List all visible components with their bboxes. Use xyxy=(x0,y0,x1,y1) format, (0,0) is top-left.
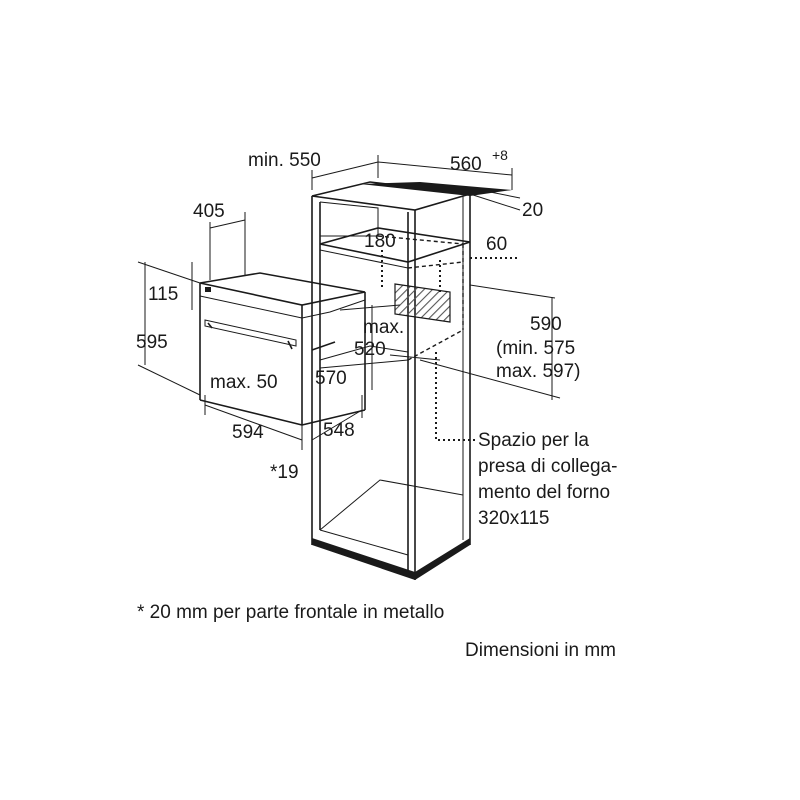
dim-line-max-50 xyxy=(311,341,336,351)
dim-label-180: 180 xyxy=(364,231,396,252)
dim-label-60: 60 xyxy=(486,234,507,255)
dim-label-min-575: (min. 575 xyxy=(496,338,575,359)
control-knob-icon xyxy=(205,287,211,292)
units-note: Dimensioni in mm xyxy=(465,640,616,661)
dim-label-max-520-a: max. xyxy=(363,317,404,338)
socket-note-line-3: mento del forno xyxy=(478,482,610,503)
dim-line-20 xyxy=(469,193,521,211)
hidden-line-top xyxy=(377,235,464,245)
dim-label-594: 594 xyxy=(232,422,264,443)
dim-label-max-597: max. 597) xyxy=(496,361,580,382)
control-panel-line xyxy=(199,295,303,319)
dim-label-19: *19 xyxy=(270,462,299,483)
dim-label-590: 590 xyxy=(530,314,562,335)
oven xyxy=(199,272,366,426)
dim-line-594 xyxy=(204,404,303,441)
socket-note-leader xyxy=(435,352,475,441)
dim-label-min-550: min. 550 xyxy=(248,150,321,171)
cabinet-top-edge xyxy=(360,182,512,196)
niche-floor xyxy=(319,345,409,361)
dim-label-max-520-b: 520 xyxy=(354,339,386,360)
oven-side-top-line xyxy=(301,299,366,319)
handle-bracket-right xyxy=(287,340,293,350)
shelf-edge xyxy=(319,249,409,269)
handle-bracket-left xyxy=(207,322,213,329)
dim-label-570: 570 xyxy=(315,368,347,389)
dim-line-560 xyxy=(377,161,513,176)
niche-floor-edge xyxy=(319,359,409,369)
cabinet-floor-front xyxy=(319,529,409,556)
dim-label-548: 548 xyxy=(323,420,355,441)
oven-front-bottom xyxy=(199,399,303,426)
plinth xyxy=(312,538,470,580)
dim-label-405: 405 xyxy=(193,201,225,222)
dim-line-548 xyxy=(311,409,363,441)
dim-line-405 xyxy=(209,219,246,229)
socket-area xyxy=(394,283,451,323)
socket-note-line-1: Spazio per la xyxy=(478,430,589,451)
oven-top xyxy=(199,272,366,306)
dim-label-560-tolerance: +8 xyxy=(492,147,508,163)
oven-handle xyxy=(204,319,297,347)
dim-label-max-50: max. 50 xyxy=(210,372,278,393)
dim-label-595: 595 xyxy=(136,332,168,353)
socket-note-line-2: presa di collega- xyxy=(478,456,617,477)
dim-label-115: 115 xyxy=(148,284,178,305)
dim-label-20: 20 xyxy=(522,200,543,221)
hidden-line-shelf xyxy=(407,261,464,269)
dimension-lines xyxy=(137,155,561,460)
shelf xyxy=(319,227,471,263)
socket-note-line-4: 320x115 xyxy=(478,508,550,529)
footnote: * 20 mm per parte frontale in metallo xyxy=(137,602,444,623)
cabinet xyxy=(311,181,512,580)
dim-line-min-550 xyxy=(311,161,379,179)
cabinet-floor xyxy=(319,479,464,531)
hidden-line-floor xyxy=(407,329,464,361)
dim-label-560: 560 xyxy=(450,154,482,175)
